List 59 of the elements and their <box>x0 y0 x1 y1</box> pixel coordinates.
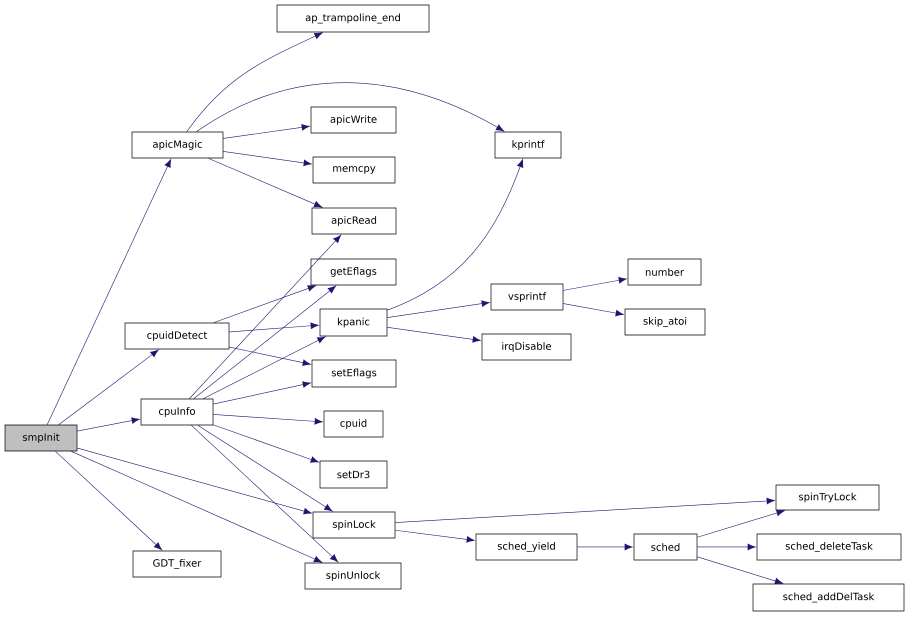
arrow <box>387 159 524 310</box>
function-box: smpInit <box>4 424 78 452</box>
function-box: sched <box>634 534 698 560</box>
function-box: spinTryLock <box>776 484 880 510</box>
arrow <box>213 381 311 404</box>
arrow <box>191 425 338 562</box>
arrow <box>223 124 310 139</box>
function-box: spinUnlock <box>304 562 402 590</box>
arrow <box>55 451 162 550</box>
function-box: getEflags <box>310 258 396 286</box>
arrow <box>395 498 775 523</box>
function-box: sched_addDelTask <box>752 584 904 612</box>
arrow <box>58 350 159 425</box>
function-box: kprintf <box>494 132 562 158</box>
arrow <box>208 158 322 208</box>
function-box: kpanic <box>320 308 388 336</box>
function-box: ap_trampoline_end <box>276 4 430 32</box>
arrow <box>77 417 140 432</box>
arrow <box>395 530 475 543</box>
arrow <box>46 159 172 425</box>
arrow <box>563 303 624 316</box>
function-box: apicMagic <box>132 132 224 158</box>
function-box: skip_atoi <box>624 308 706 336</box>
arrow <box>229 322 319 332</box>
function-box: cpuidDetect <box>124 322 230 350</box>
arrow <box>223 151 312 166</box>
arrow <box>194 286 336 399</box>
arrow <box>229 346 311 366</box>
arrow <box>213 414 323 425</box>
arrow <box>186 32 323 132</box>
arrow <box>697 544 756 550</box>
arrow <box>563 277 627 291</box>
arrow <box>387 300 490 318</box>
arrow <box>697 510 785 538</box>
function-box: apicRead <box>312 208 396 234</box>
arrow <box>203 336 326 399</box>
function-box: setEflags <box>312 360 396 388</box>
function-box: number <box>628 258 702 286</box>
function-box: sched_yield <box>476 534 578 560</box>
function-box: GDT_fixer <box>132 550 222 578</box>
function-box: cpuid <box>324 410 384 438</box>
arrow <box>189 234 342 399</box>
arrow <box>70 451 322 562</box>
function-box: apicWrite <box>310 106 396 134</box>
arrow <box>577 544 633 550</box>
function-box: sched_deleteTask <box>756 534 902 560</box>
function-box: spinLock <box>312 512 396 538</box>
arrow <box>196 82 504 132</box>
arrow <box>387 326 481 343</box>
arrow <box>697 556 783 584</box>
arrow <box>213 424 319 463</box>
arrow <box>198 425 332 512</box>
function-box: setDr3 <box>320 460 388 488</box>
function-box: memcpy <box>312 156 396 184</box>
function-box: cpuInfo <box>140 398 214 426</box>
arrow <box>77 448 312 514</box>
arrow <box>214 285 316 323</box>
function-box: irqDisable <box>482 334 572 360</box>
function-box: vsprintf <box>490 284 564 310</box>
